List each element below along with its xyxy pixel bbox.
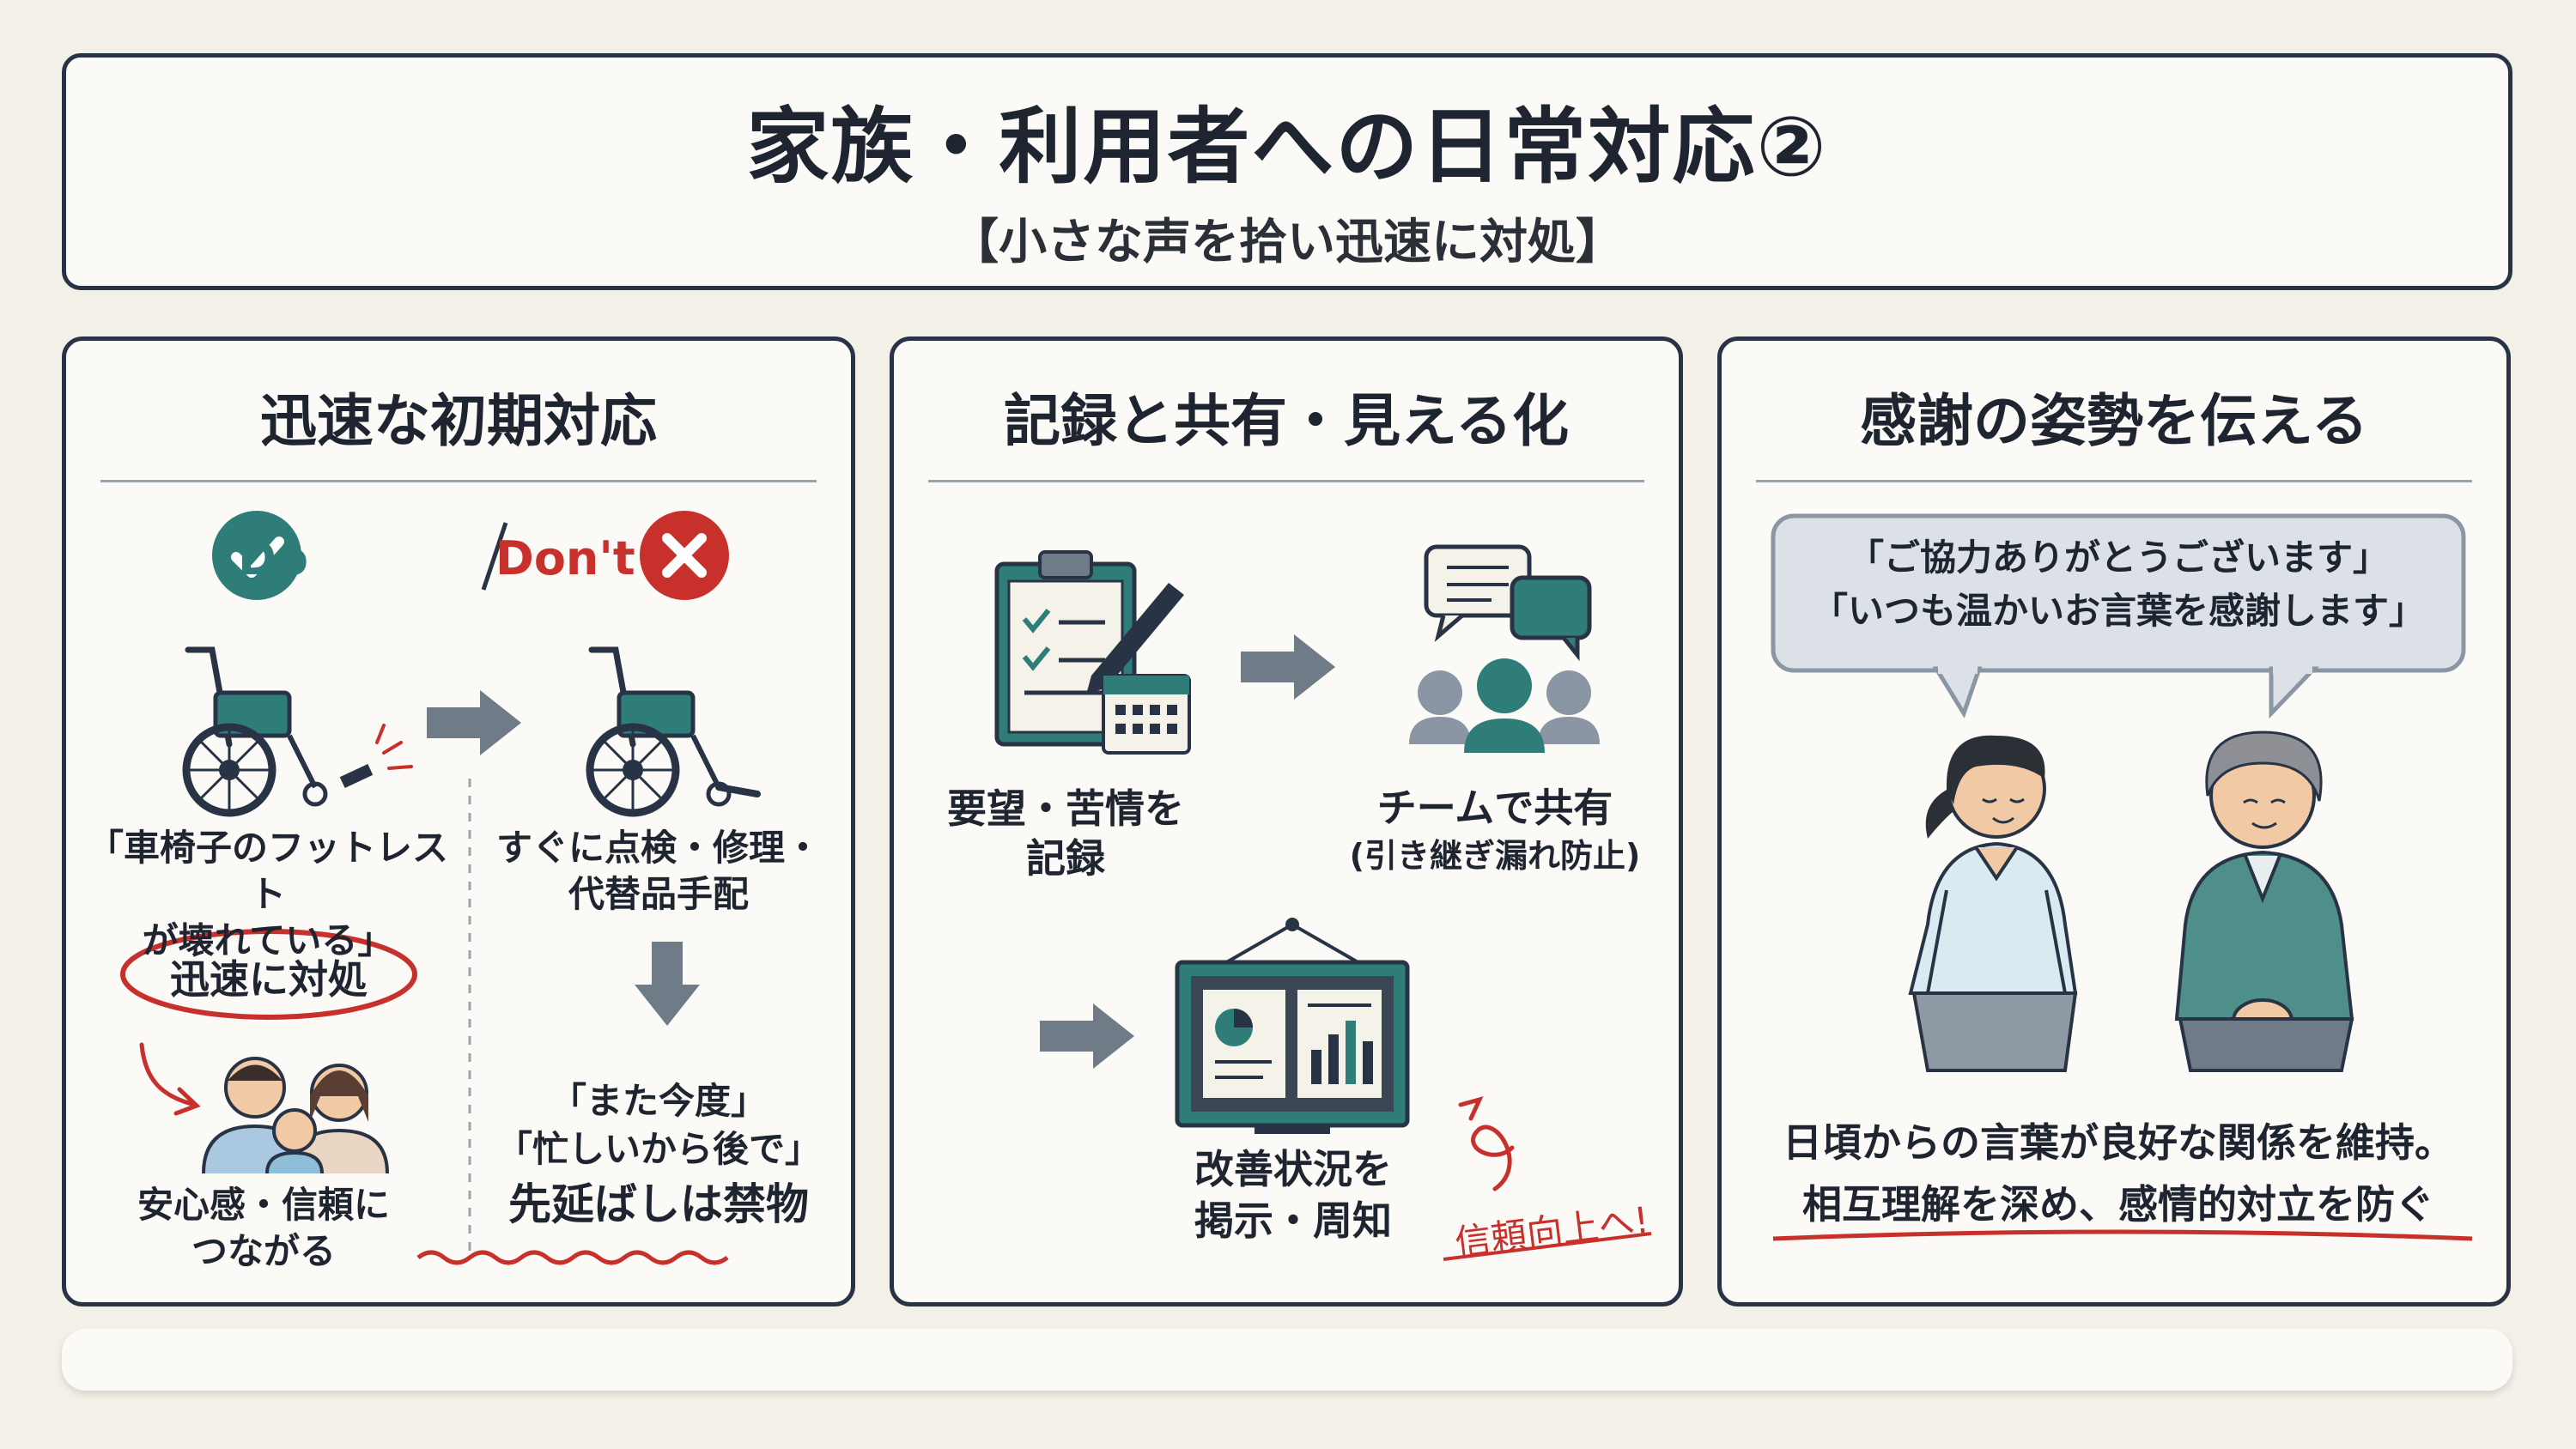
panel-title: 記録と共有・見える化 [1003, 388, 1570, 454]
page-subtitle: 【小さな声を拾い迅速に対処】 [951, 214, 1624, 270]
panel-gratitude: 感謝の姿勢を伝える [1717, 336, 2511, 1307]
thank-you-message: 「ご協力ありがとうございます」「いつも温かいお言葉を感謝します」 [1811, 537, 2425, 632]
arrow-down-icon [635, 942, 700, 1026]
footer-bar [62, 1329, 2512, 1391]
page-title: 家族・利用者への日常対応② [746, 99, 1828, 195]
panel-divider [1756, 480, 2472, 482]
red-underline [1443, 1232, 1652, 1261]
red-underline [1772, 1229, 2473, 1241]
action-text: すぐに点検・修理・代替品手配 [495, 827, 821, 915]
board-text: 改善状況を掲示・周知 [1194, 1146, 1392, 1244]
panel3-illustrations [1771, 513, 2473, 1241]
family-icon [202, 1057, 389, 1174]
caregiver-icon [1908, 735, 2078, 1072]
bad-example-text: 「また今度」「忙しいから後で」 先延ばしは禁物 [495, 1080, 821, 1229]
panel-quick-response: 迅速な初期対応 [62, 336, 855, 1307]
arrow-right-icon [427, 690, 521, 755]
do-label: Do [238, 531, 308, 585]
wheelchair-icon [586, 646, 761, 817]
curly-arrow-icon [1471, 1125, 1515, 1191]
team-share-text: チームで共有 (引き継ぎ漏れ防止) [1349, 785, 1641, 875]
arrow-right-icon [1040, 1003, 1134, 1069]
speech-bubble-icon [1771, 513, 2466, 719]
check-icon [212, 511, 301, 600]
panel-record-share: 記録と共有・見える化 [890, 336, 1683, 1307]
panel-divider [100, 480, 817, 482]
result-text: 安心感・信頼につながる [137, 1184, 390, 1272]
panel1-illustrations [120, 511, 761, 1265]
clipboard-icon [994, 550, 1191, 755]
panel2-illustrations [994, 544, 1652, 1261]
panel-title: 迅速な初期対応 [260, 388, 657, 454]
red-circle-highlight [120, 929, 417, 1020]
slash-divider [481, 522, 508, 591]
arrow-right-icon [1241, 634, 1335, 700]
dont-label: Don't [495, 531, 635, 585]
team-chat-icon [1409, 544, 1600, 753]
panel-divider [928, 480, 1644, 482]
quick-response-label: 迅速に対処 [170, 956, 368, 1003]
summary-text: 日頃からの言葉が良好な関係を維持。相互理解を深め、感情的対立を防ぐ [1783, 1119, 2454, 1228]
notice-board-icon [1175, 918, 1410, 1134]
elderly-person-icon [2174, 731, 2354, 1072]
red-squiggle-underline [416, 1250, 729, 1265]
cross-icon [640, 511, 729, 600]
record-text: 要望・苦情を記録 [947, 785, 1184, 882]
broken-wheelchair-icon [182, 646, 413, 817]
panel-title: 感謝の姿勢を伝える [1859, 388, 2369, 454]
complaint-text: 「車椅子のフットレストが壊れている」 [87, 827, 448, 961]
curved-arrow-icon [139, 1042, 197, 1107]
header-card: 家族・利用者への日常対応② 【小さな声を拾い迅速に対処】 [62, 53, 2512, 290]
